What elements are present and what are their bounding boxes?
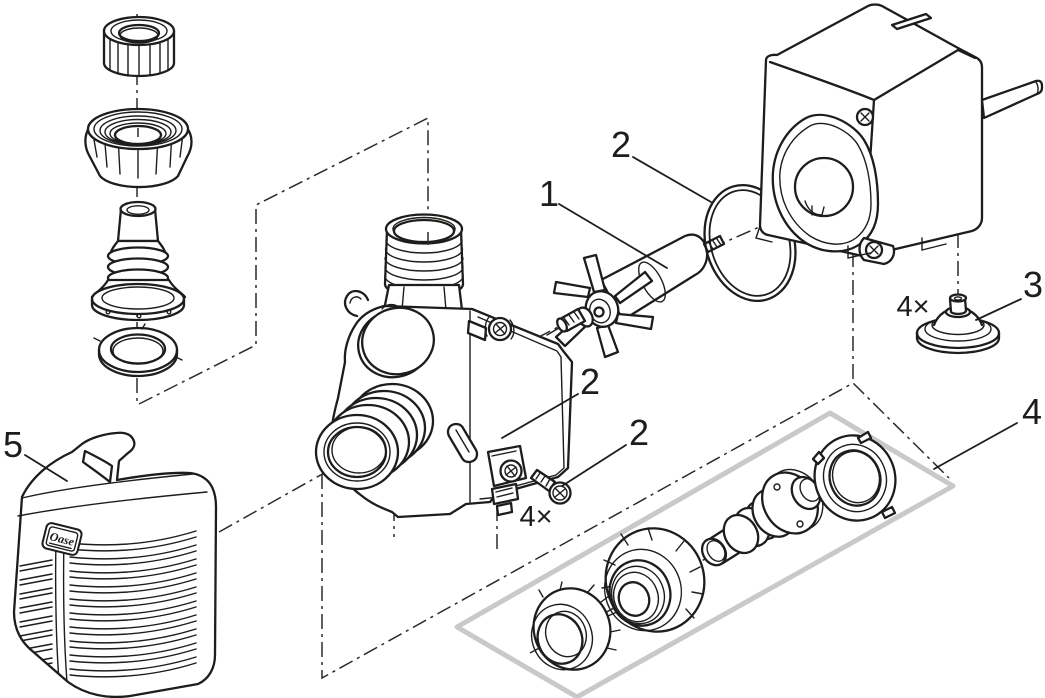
top-outlet-thread (382, 213, 465, 312)
union-nut-large (84, 107, 193, 189)
suction-cup-foot (915, 293, 1001, 355)
callout-2-screw-leader (561, 444, 627, 487)
cable-end-line (1034, 80, 1039, 95)
rotor-cavity (793, 156, 855, 218)
callout-2-oring-leader (632, 156, 712, 203)
hose-connection-kit (454, 410, 956, 698)
vent-slot (890, 12, 933, 31)
housing-to-kit-path (321, 382, 950, 680)
callouts: 1 2 2 2 3 4 5 4× 4× (3, 124, 1043, 533)
hose-tail-adapter (90, 200, 187, 322)
kit-bayonet-ring (811, 430, 897, 522)
callout-3-leader (975, 298, 1022, 321)
suction-cup-quantity-note: 4× (896, 291, 929, 323)
oase-logo-badge: Oase (41, 522, 83, 556)
motor-unit (755, 3, 1044, 266)
motor-screw-bottom (858, 236, 896, 266)
rotor-tip-thread (546, 306, 594, 336)
screw-boss-bottom (486, 444, 528, 517)
cover-handle-opening (81, 449, 114, 484)
callout-2-housing-leader (501, 393, 579, 439)
side-clip (446, 422, 479, 464)
pump-cover: Oase (12, 431, 218, 698)
housing-screw (529, 468, 572, 505)
callout-2-oring-label: 2 (611, 124, 631, 165)
kit-ring-nut-large (601, 527, 706, 633)
front-outlet-thread (314, 382, 435, 491)
callout-1-label: 1 (539, 173, 559, 214)
screw-boss-top (484, 316, 515, 342)
impeller-rotor-assembly (546, 233, 726, 359)
motor-plate-inner-line (779, 122, 872, 245)
callout-3-label: 3 (1023, 264, 1043, 305)
callout-4-label: 4 (1022, 391, 1042, 432)
callout-2-screw-label: 2 (629, 412, 649, 453)
stack-to-outlet-path (138, 116, 429, 405)
motor-screw-top (855, 107, 875, 127)
kit-hose-barb-adapter (700, 468, 824, 567)
pump-housing (314, 213, 574, 519)
cover-grille (19, 530, 197, 695)
callout-1-leader (558, 203, 668, 269)
callout-5-leader (24, 454, 68, 482)
callout-2-housing-label: 2 (580, 361, 600, 402)
union-nut-small (102, 15, 176, 78)
housing-top-slot (466, 319, 488, 342)
flange-gasket (93, 323, 183, 378)
kit-ring-nut-small (530, 581, 621, 671)
kit-box-outline (454, 410, 956, 698)
power-cable (980, 79, 1044, 120)
inlet-flap (343, 289, 435, 379)
cover-ridge-lines (17, 473, 208, 517)
callout-5-label: 5 (3, 424, 23, 465)
screw-quantity-note: 4× (519, 501, 552, 533)
callout-4-leader (933, 422, 1018, 470)
hose-union-stack (84, 15, 193, 378)
motor-foot-notches (755, 225, 947, 259)
